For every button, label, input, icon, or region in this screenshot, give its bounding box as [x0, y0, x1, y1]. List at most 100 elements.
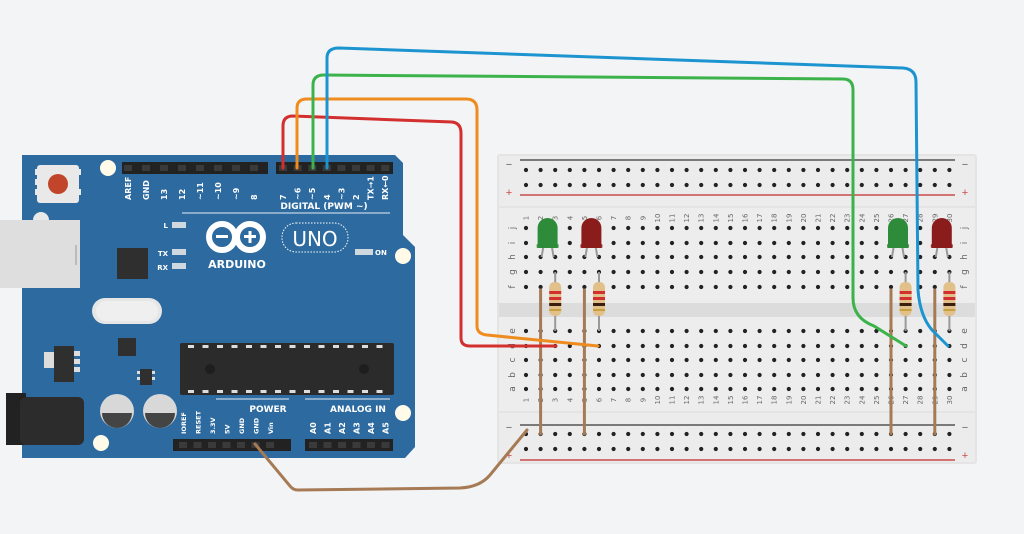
breadboard-hole[interactable] — [786, 357, 791, 363]
breadboard-hole[interactable] — [932, 269, 937, 275]
breadboard-hole[interactable] — [611, 386, 616, 392]
rail-hole[interactable] — [903, 431, 908, 437]
rail-hole[interactable] — [918, 182, 923, 188]
breadboard-hole[interactable] — [830, 254, 835, 260]
rail-hole[interactable] — [669, 182, 675, 188]
breadboard-hole[interactable] — [859, 240, 864, 246]
breadboard-hole[interactable] — [786, 240, 791, 246]
breadboard-hole[interactable] — [786, 284, 791, 290]
breadboard-hole[interactable] — [815, 269, 821, 275]
rail-hole[interactable] — [596, 431, 602, 437]
breadboard-hole[interactable] — [859, 269, 864, 275]
pin-socket[interactable] — [179, 442, 187, 448]
breadboard-hole[interactable] — [626, 269, 631, 275]
breadboard-hole[interactable] — [728, 254, 733, 260]
rail-hole[interactable] — [582, 446, 587, 452]
breadboard-hole[interactable] — [757, 254, 762, 260]
breadboard-hole[interactable] — [684, 240, 689, 246]
breadboard-hole[interactable] — [699, 343, 704, 349]
rail-hole[interactable] — [596, 446, 602, 452]
breadboard-hole[interactable] — [801, 240, 806, 246]
breadboard-hole[interactable] — [815, 254, 821, 260]
breadboard-hole[interactable] — [611, 343, 616, 349]
breadboard-hole[interactable] — [786, 269, 791, 275]
breadboard-hole[interactable] — [888, 284, 894, 290]
rail-hole[interactable] — [742, 182, 748, 188]
breadboard-hole[interactable] — [596, 372, 602, 378]
breadboard-hole[interactable] — [757, 343, 762, 349]
breadboard-hole[interactable] — [742, 225, 748, 231]
breadboard-hole[interactable] — [830, 328, 835, 334]
breadboard-hole[interactable] — [786, 254, 791, 260]
breadboard-hole[interactable] — [757, 357, 762, 363]
rail-hole[interactable] — [567, 167, 572, 173]
pin-socket[interactable] — [124, 165, 132, 171]
breadboard-hole[interactable] — [815, 357, 821, 363]
breadboard-hole[interactable] — [523, 225, 529, 231]
rail-hole[interactable] — [713, 167, 718, 173]
breadboard-hole[interactable] — [699, 328, 704, 334]
breadboard-hole[interactable] — [669, 386, 675, 392]
breadboard-hole[interactable] — [699, 386, 704, 392]
breadboard-hole[interactable] — [655, 254, 660, 260]
breadboard-hole[interactable] — [830, 284, 835, 290]
breadboard-hole[interactable] — [903, 386, 908, 392]
breadboard-hole[interactable] — [655, 269, 660, 275]
breadboard-hole[interactable] — [903, 357, 908, 363]
breadboard-hole[interactable] — [801, 357, 806, 363]
rail-hole[interactable] — [699, 167, 704, 173]
breadboard-hole[interactable] — [567, 328, 572, 334]
breadboard-hole[interactable] — [655, 386, 660, 392]
rail-hole[interactable] — [918, 167, 923, 173]
rail-hole[interactable] — [772, 431, 777, 437]
breadboard-hole[interactable] — [626, 357, 631, 363]
rail-hole[interactable] — [655, 167, 660, 173]
breadboard-hole[interactable] — [742, 372, 748, 378]
breadboard-hole[interactable] — [655, 372, 660, 378]
breadboard-hole[interactable] — [815, 225, 821, 231]
breadboard-hole[interactable] — [874, 372, 879, 378]
rail-hole[interactable] — [903, 167, 908, 173]
breadboard-hole[interactable] — [626, 254, 631, 260]
wire-red-pin7[interactable] — [281, 114, 558, 348]
breadboard-hole[interactable] — [669, 240, 675, 246]
breadboard-hole[interactable] — [757, 225, 762, 231]
breadboard-hole[interactable] — [757, 386, 762, 392]
breadboard-hole[interactable] — [567, 240, 572, 246]
rail-hole[interactable] — [859, 167, 864, 173]
breadboard-hole[interactable] — [742, 269, 748, 275]
breadboard-hole[interactable] — [611, 269, 616, 275]
breadboard-hole[interactable] — [655, 343, 660, 349]
rail-hole[interactable] — [947, 182, 952, 188]
rail-hole[interactable] — [713, 431, 718, 437]
led-green-2[interactable] — [887, 218, 909, 258]
breadboard-hole[interactable] — [772, 357, 777, 363]
breadboard-hole[interactable] — [640, 254, 645, 260]
rail-hole[interactable] — [640, 167, 645, 173]
pin-socket[interactable] — [367, 442, 375, 448]
rail-hole[interactable] — [655, 431, 660, 437]
breadboard-hole[interactable] — [874, 343, 879, 349]
pin-socket[interactable] — [352, 442, 361, 448]
breadboard-hole[interactable] — [874, 328, 879, 334]
rail-hole[interactable] — [903, 446, 908, 452]
breadboard-hole[interactable] — [626, 343, 631, 349]
breadboard-hole[interactable] — [567, 254, 572, 260]
breadboard-hole[interactable] — [611, 328, 616, 334]
rail-hole[interactable] — [640, 182, 645, 188]
rail-hole[interactable] — [728, 182, 733, 188]
breadboard-hole[interactable] — [640, 386, 645, 392]
wire-orange-pin6[interactable] — [295, 97, 600, 348]
breadboard-hole[interactable] — [582, 269, 587, 275]
breadboard-hole[interactable] — [859, 357, 864, 363]
pin-socket[interactable] — [208, 442, 216, 448]
breadboard-hole[interactable] — [772, 386, 777, 392]
rail-hole[interactable] — [669, 431, 675, 437]
breadboard-hole[interactable] — [713, 225, 718, 231]
resistor-1[interactable] — [549, 272, 562, 331]
breadboard-hole[interactable] — [742, 254, 748, 260]
breadboard-hole[interactable] — [815, 240, 821, 246]
breadboard-hole[interactable] — [538, 269, 543, 275]
breadboard-hole[interactable] — [713, 254, 718, 260]
